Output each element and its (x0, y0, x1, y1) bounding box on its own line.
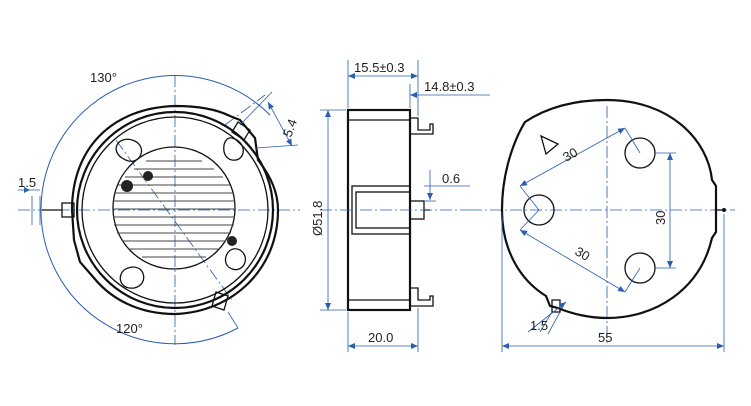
side-view: 15.5±0.3 14.8±0.3 0.6 Ø51.8 20.0 (310, 60, 490, 352)
dim-diameter: Ø51.8 (310, 201, 325, 236)
dim-hole-spacing-lower: 30 (573, 244, 593, 264)
dim-hole-spacing-vertical: 30 (653, 211, 668, 225)
angle-top-label: 130° (90, 70, 117, 85)
rear-view: 30 30 30 55 1.5 (470, 98, 735, 352)
angle-arc-top (40, 75, 271, 211)
outer-ring (75, 110, 275, 310)
inner-ring (81, 116, 269, 304)
angle-arc-bottom (40, 209, 239, 345)
dim-pin-thickness: 0.6 (442, 171, 460, 186)
dim-depth: 20.0 (368, 330, 393, 345)
front-view: 1.5 5.4 130° 120° (18, 70, 300, 345)
terminal-dot (121, 180, 133, 192)
rear-outline (500, 98, 718, 320)
polarity-triangle-icon (539, 134, 560, 156)
dim-rear-pin: 1.5 (530, 318, 548, 333)
rear-hole (523, 194, 555, 226)
membrane (112, 146, 236, 270)
dim-total-height: 15.5±0.3 (354, 60, 405, 75)
dim-overall-width: 55 (598, 330, 612, 345)
terminal-dot (143, 171, 153, 181)
dim-body-height: 14.8±0.3 (424, 79, 475, 94)
dim-hole-spacing-upper: 30 (560, 144, 580, 164)
angle-bottom-label: 120° (116, 321, 143, 336)
housing-outline (70, 104, 280, 316)
terminal-dot (227, 236, 237, 246)
dim-left-pin: 1.5 (18, 175, 36, 190)
dim-tab-width: 5.4 (280, 117, 300, 139)
